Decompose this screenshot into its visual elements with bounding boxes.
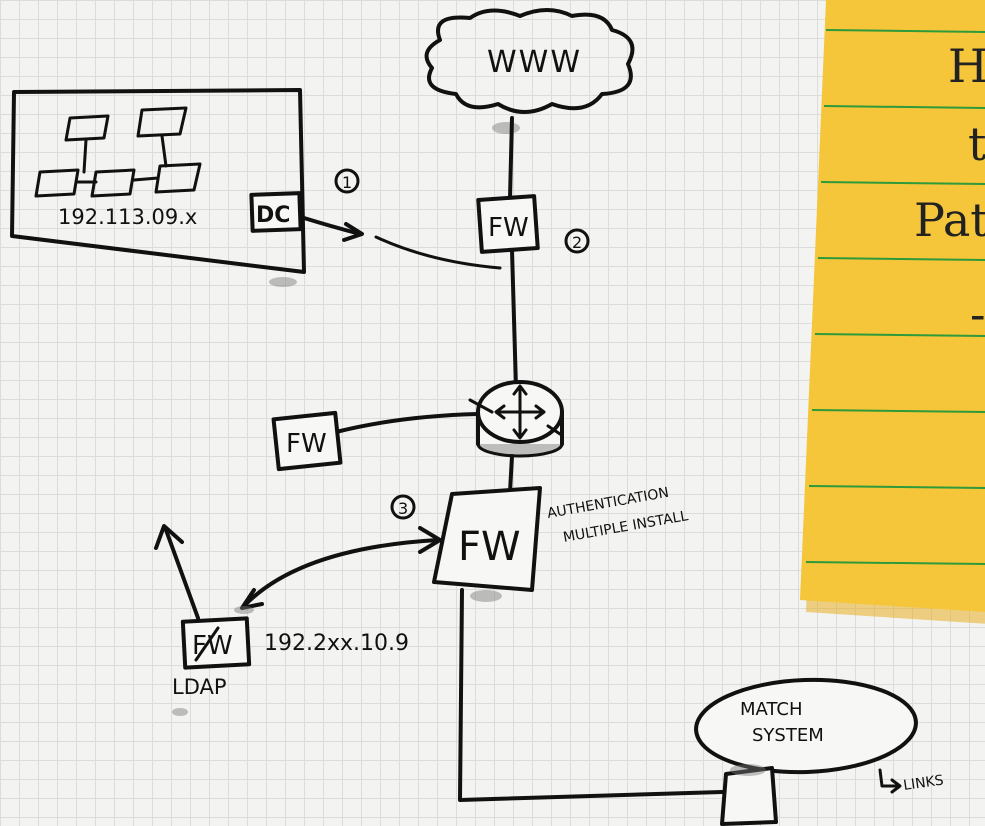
internal-network: 192.113.09.x DC [10, 88, 306, 287]
links-label: LINKS [902, 772, 944, 793]
dc-arrowhead [342, 222, 364, 242]
match-system: MATCH SYSTEM LINKS [694, 677, 945, 826]
firewall-top-label: FW [488, 213, 529, 243]
sticky-note-line-2: t [968, 117, 985, 171]
firewall-top: FW [476, 194, 540, 254]
dc-arrow [302, 216, 362, 236]
left-firewall-line [334, 412, 480, 434]
ldap-arrowhead [240, 588, 264, 610]
ldap-ip-label: 192.2xx.10.9 [264, 631, 409, 656]
match-system-line-2: SYSTEM [752, 725, 824, 746]
ldap-up-arrow-line [164, 528, 200, 620]
svg-text:3: 3 [398, 499, 408, 518]
dc-to-backbone-line [374, 235, 502, 270]
sticky-note-line-3: Pat [914, 193, 985, 247]
firewall-left-label: FW [286, 429, 327, 459]
step-1-marker: 1 [334, 168, 360, 194]
svg-text:2: 2 [572, 233, 582, 252]
sticky-note-line-1: H [948, 39, 985, 93]
backbone-mid-line [510, 248, 518, 390]
ldap-to-firewall-curve [242, 538, 440, 608]
ldap-up-arrowhead [154, 524, 184, 550]
ldap-label: LDAP [172, 675, 227, 699]
match-system-line-1: MATCH [740, 699, 803, 720]
step-3-marker: 3 [390, 494, 416, 520]
firewall-main-label: FW [458, 524, 521, 570]
sticky-note-line-4: - [970, 287, 985, 341]
sticky-note: H t Pat - [800, 0, 985, 624]
firewall-to-match-line [458, 588, 724, 802]
dc-label: DC [256, 203, 290, 228]
step-2-marker: 2 [564, 228, 590, 254]
svg-text:1: 1 [342, 173, 352, 192]
internet-cloud: WWW [424, 8, 635, 134]
router-icon [468, 380, 564, 458]
backbone-top-line [508, 116, 514, 200]
router-to-firewall-line [508, 454, 514, 494]
firewall-ldap: FW [180, 606, 254, 670]
firewall-left: FW [271, 410, 343, 472]
firewall-arrowhead [418, 526, 442, 554]
www-label: WWW [487, 45, 582, 80]
network-topology-icon [34, 106, 202, 198]
network-ip-label: 192.113.09.x [58, 205, 197, 229]
firewall-main: FW [432, 486, 542, 602]
